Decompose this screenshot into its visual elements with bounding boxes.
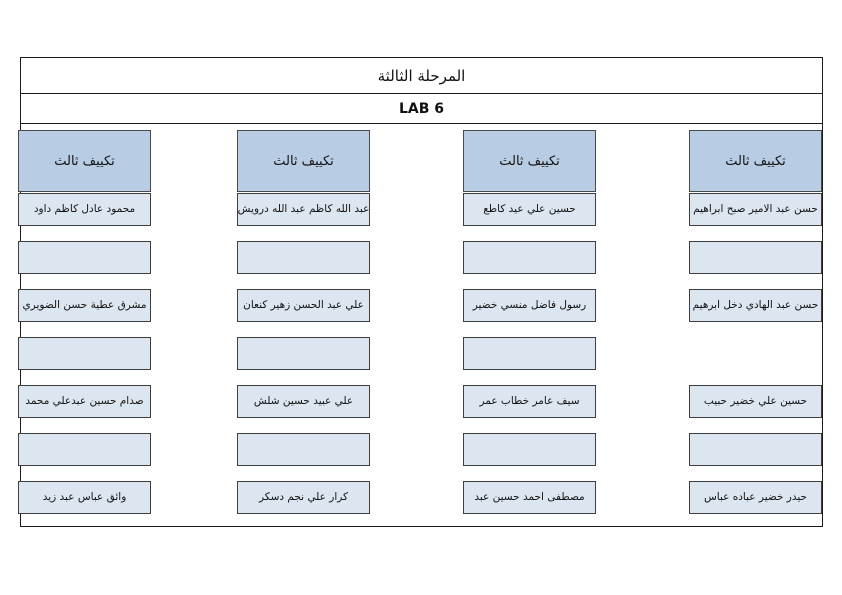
sheet-title-row: المرحلة الثالثة xyxy=(21,58,822,94)
page-title: المرحلة الثالثة xyxy=(377,66,466,85)
column-header-label: تكييف ثالث xyxy=(725,153,786,169)
roster-cell-empty[interactable] xyxy=(689,433,822,466)
roster-cell[interactable]: حسن عبد الهادي دخل ابرهيم xyxy=(689,289,822,322)
roster-cell[interactable]: حسين علي عيد كاطع xyxy=(463,193,596,226)
roster-cell[interactable]: حسن عبد الامير صبح ابراهيم xyxy=(689,193,822,226)
roster-cell[interactable]: صدام حسين عبدعلي محمد xyxy=(18,385,151,418)
roster-cell-empty[interactable] xyxy=(463,241,596,274)
roster-cell-empty[interactable] xyxy=(237,241,370,274)
roster-cell[interactable]: محمود عادل كاظم داود xyxy=(18,193,151,226)
roster-cell[interactable]: حيدر خضير عباده عباس xyxy=(689,481,822,514)
roster-cell[interactable]: كرار علي نجم دسكر xyxy=(237,481,370,514)
roster-sheet: المرحلة الثالثة LAB 6 تكييف ثالث محمود ع… xyxy=(18,57,823,527)
column-header-2: تكييف ثالث xyxy=(237,130,370,192)
roster-cell[interactable]: وائق عباس عبد زيد xyxy=(18,481,151,514)
column-header-3: تكييف ثالث xyxy=(463,130,596,192)
roster-grid: تكييف ثالث محمود عادل كاظم داود مشرق عطي… xyxy=(18,125,822,526)
lab-label: LAB 6 xyxy=(398,100,445,117)
column-header-label: تكييف ثالث xyxy=(273,153,334,169)
roster-cell[interactable]: علي عبيد حسين شلش xyxy=(237,385,370,418)
roster-cell-empty[interactable] xyxy=(18,241,151,274)
sheet-subtitle-row: LAB 6 xyxy=(21,94,822,124)
roster-cell-empty[interactable] xyxy=(237,337,370,370)
roster-cell-empty[interactable] xyxy=(18,433,151,466)
roster-cell-empty[interactable] xyxy=(463,433,596,466)
column-header-4: تكييف ثالث xyxy=(689,130,822,192)
roster-cell[interactable]: حسين علي خضير حبيب xyxy=(689,385,822,418)
roster-cell[interactable]: مصطفى احمد حسين عبد xyxy=(463,481,596,514)
roster-cell-empty[interactable] xyxy=(463,337,596,370)
roster-cell-empty[interactable] xyxy=(689,241,822,274)
roster-cell-empty[interactable] xyxy=(237,433,370,466)
roster-cell[interactable]: عبد الله كاظم عبد الله درويش xyxy=(237,193,370,226)
roster-cell-empty[interactable] xyxy=(18,337,151,370)
roster-cell[interactable]: رسول فاضل منسي خضير xyxy=(463,289,596,322)
column-header-label: تكييف ثالث xyxy=(54,153,115,169)
roster-cell[interactable]: مشرق عطية حسن الضويري xyxy=(18,289,151,322)
column-header-label: تكييف ثالث xyxy=(499,153,560,169)
column-header-1: تكييف ثالث xyxy=(18,130,151,192)
roster-cell[interactable]: علي عبد الحسن زهير كنعان xyxy=(237,289,370,322)
roster-cell[interactable]: سيف عامر خطاب عمر xyxy=(463,385,596,418)
